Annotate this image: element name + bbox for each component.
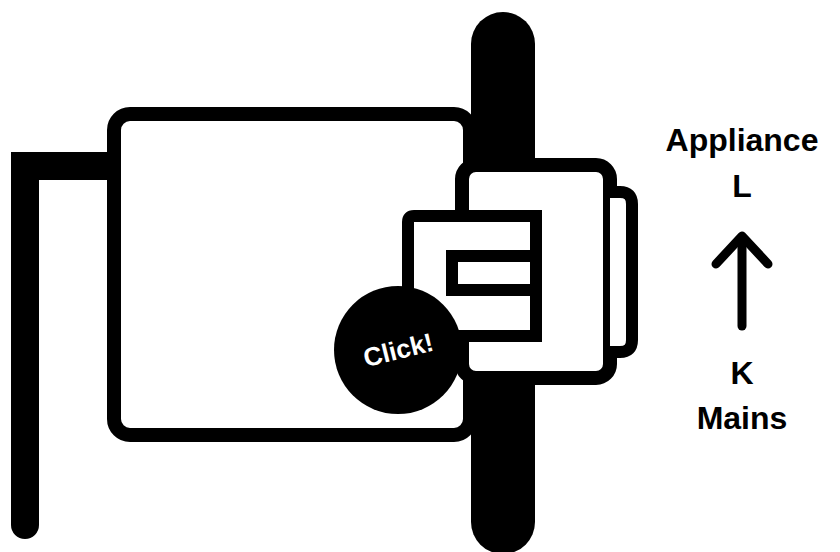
latch-edge (530, 210, 542, 342)
click-badge: Click! (334, 286, 462, 414)
direction-arrow (738, 240, 747, 326)
side-label: Mains (697, 402, 788, 434)
plug-tab (610, 192, 632, 352)
terminal-letter: K (730, 357, 753, 389)
terminal-letter: L (732, 170, 752, 202)
arrow-head (716, 236, 768, 264)
side-label: Appliance (666, 124, 819, 156)
bracket (25, 166, 112, 525)
latch-slot (452, 256, 530, 290)
click-text: Click! (360, 326, 436, 373)
